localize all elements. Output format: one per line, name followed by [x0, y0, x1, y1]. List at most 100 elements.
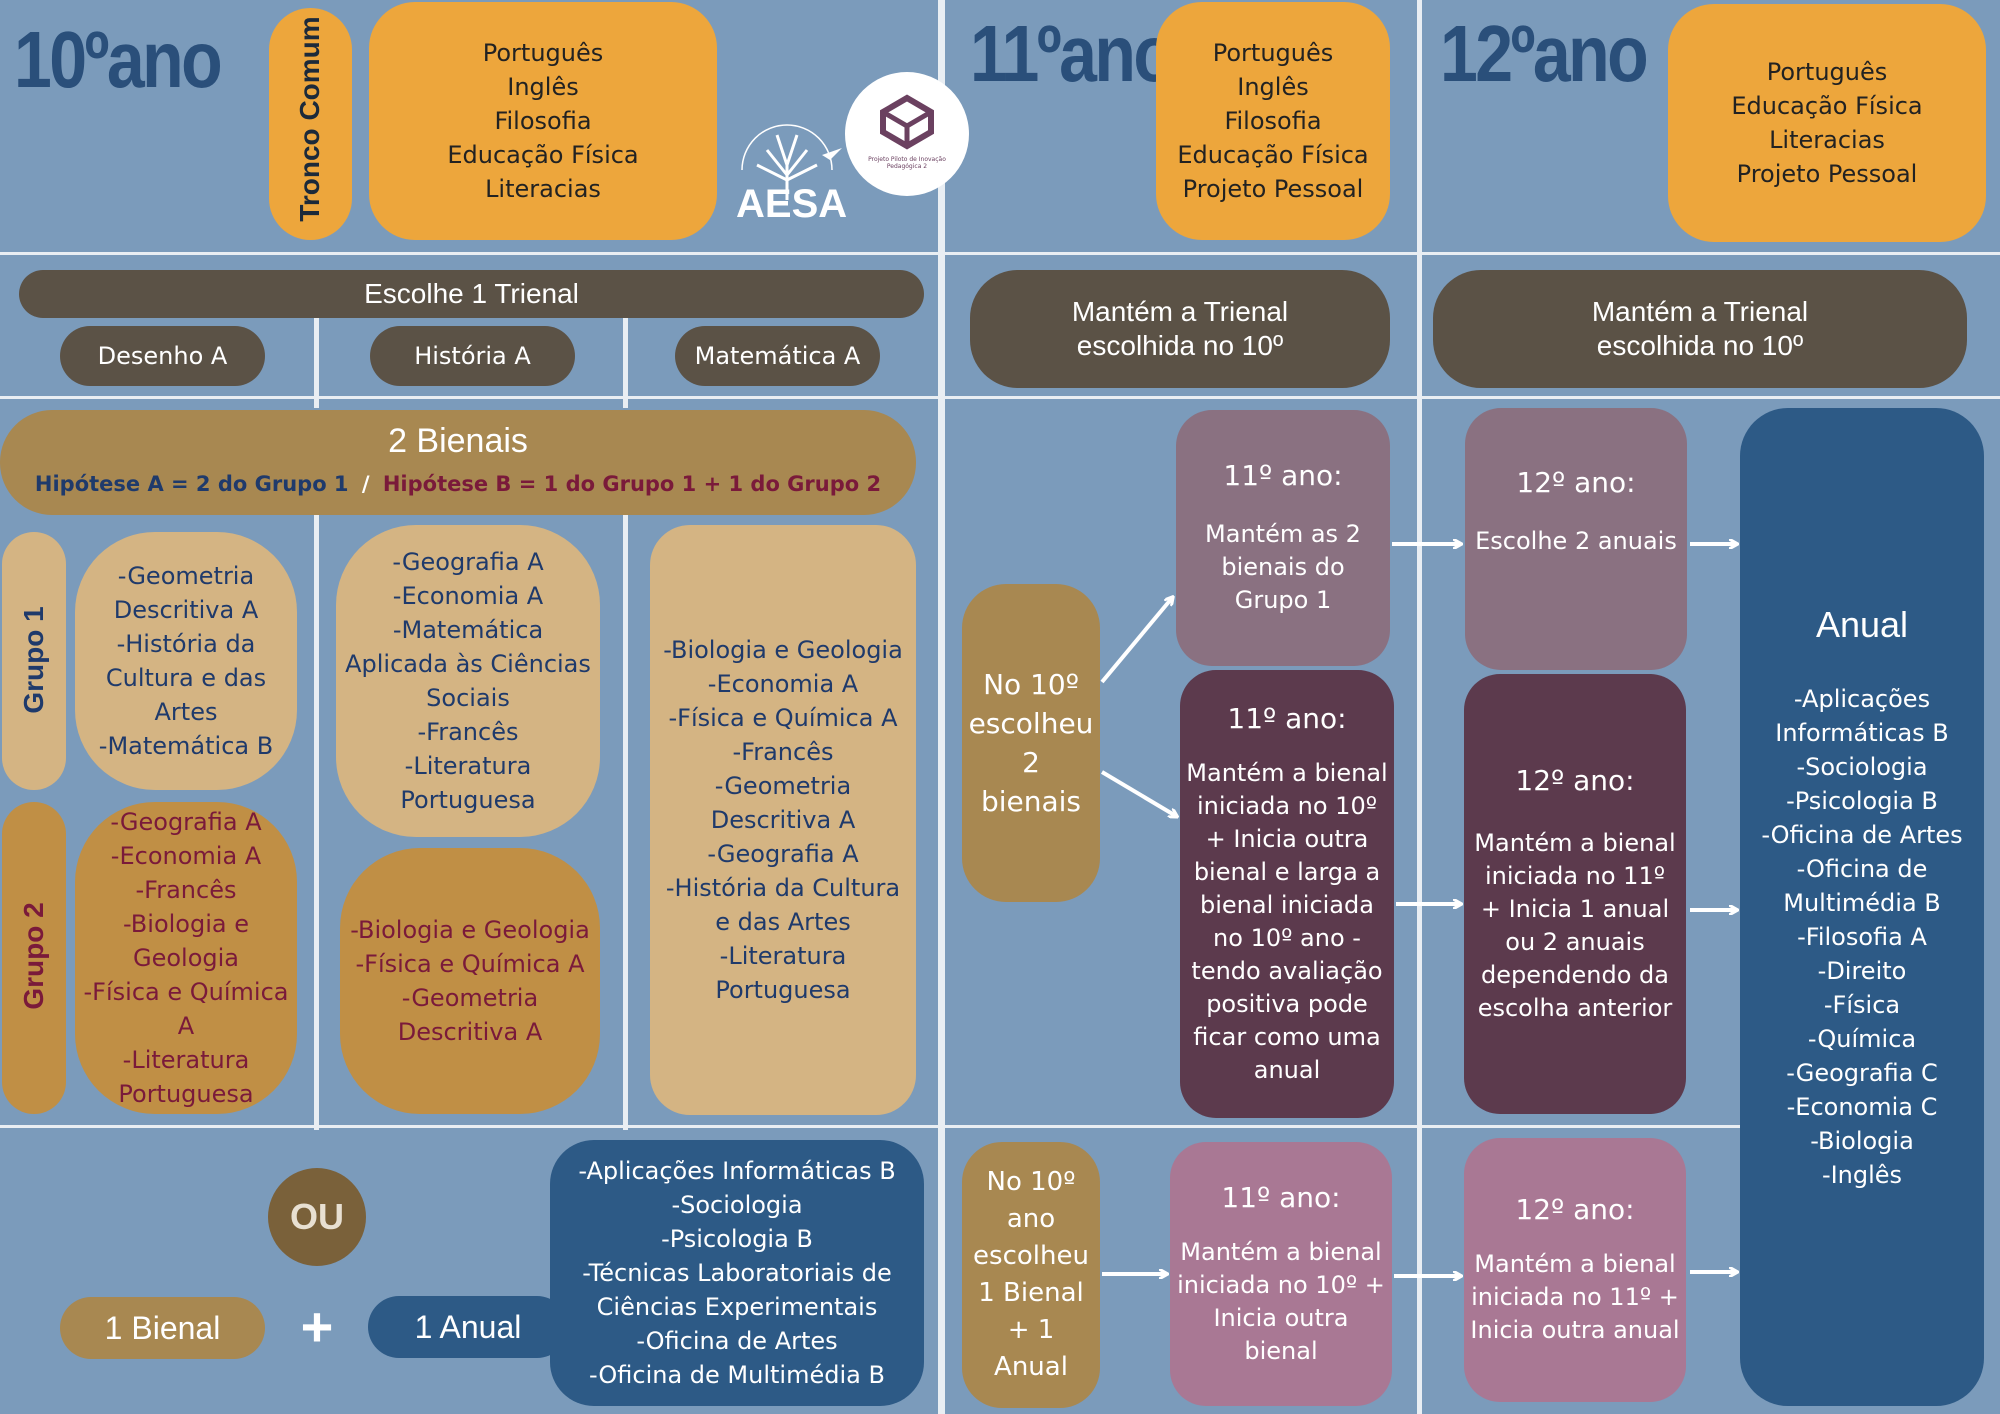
subject-item: -Psicologia B	[661, 1225, 813, 1253]
tronco-10-item: Educação Física	[447, 141, 639, 169]
divider-h-2	[0, 396, 2000, 399]
tronco-comum-label-box	[269, 8, 352, 240]
divider-h-1	[0, 252, 2000, 255]
subject-item: -Geografia A	[392, 548, 544, 576]
hypothesis-separator: /	[361, 472, 370, 496]
bienais-hypotheses: Hipótese A = 2 do Grupo 1 / Hipótese B =…	[0, 472, 916, 496]
subject-item: -Biologia e Geologia	[350, 916, 590, 944]
year-11-title: 11ºano	[970, 9, 1175, 98]
project-logo-text: Projeto Piloto de Inovação Pedagógica 2	[868, 156, 946, 170]
subject-item: -Economia A	[110, 842, 262, 870]
subject-item: -Sociologia	[671, 1191, 803, 1219]
year-10-title: 10ºano	[14, 15, 223, 104]
path-a-12-title: 12º ano:	[1516, 466, 1636, 499]
divider-h-3	[0, 1125, 1740, 1128]
subject-item: -Oficina de Multimédia B	[589, 1361, 885, 1389]
subject-item: -Economia A	[707, 670, 859, 698]
path-c-11-text: Mantém a bienal iniciada no 10º + Inicia…	[1177, 1237, 1385, 1365]
trienal-option-matematica: Matemática A	[675, 326, 880, 386]
subject-item: -Técnicas Laboratoriais de Ciências Expe…	[582, 1259, 892, 1321]
subject-item: -Francês	[135, 876, 237, 904]
subject-item: -Geometria Descritiva A	[397, 984, 543, 1046]
bienais-col3-box: -Biologia e Geologia -Economia A -Física…	[650, 525, 916, 1115]
path-c-12-text: Mantém a bienal iniciada no 11º + Inicia…	[1470, 1250, 1680, 1344]
subject-item: -Filosofia A	[1797, 923, 1927, 951]
divider-v-bienal-1	[314, 515, 319, 1130]
tronco-11-item: Português	[1212, 39, 1334, 67]
path-b-12-box: 12º ano: Mantém a bienal iniciada no 11º…	[1464, 674, 1686, 1114]
path-b-11-title: 11º ano:	[1227, 701, 1347, 735]
bienais-header: 2 Bienais Hipótese A = 2 do Grupo 1 / Hi…	[0, 410, 916, 515]
subject-item: -Oficina de Artes	[636, 1327, 838, 1355]
subject-item: -Geometria Descritiva A	[113, 562, 259, 624]
grupo2-col2-box: -Biologia e Geologia -Física e Química A…	[340, 848, 600, 1114]
subject-item: -Direito	[1817, 957, 1907, 985]
subject-item: -Geometria Descritiva A	[710, 772, 856, 834]
subject-item: -Aplicações Informáticas B	[578, 1157, 896, 1185]
trienal-11-box: Mantém a Trienal escolhida no 10º	[970, 270, 1390, 388]
school-tree-icon	[741, 124, 842, 200]
one-anual-pill: 1 Anual	[368, 1296, 568, 1358]
project-cube-icon	[880, 94, 934, 150]
subject-item: -Física	[1823, 991, 1901, 1019]
grupo-2-label: Grupo 2	[18, 902, 49, 1010]
subject-item: -Francês	[417, 718, 519, 746]
tronco-12-item: Português	[1766, 58, 1888, 86]
path-a-11-box: 11º ano: Mantém as 2 bienais do Grupo 1	[1176, 410, 1390, 666]
divider-v-trienal-2	[623, 318, 628, 408]
tronco-11-box: Português Inglês Filosofia Educação Físi…	[1156, 2, 1390, 240]
tronco-11-item: Projeto Pessoal	[1182, 175, 1364, 203]
subject-item: -Física e Química A	[668, 704, 898, 732]
path-a-11-text: Mantém as 2 bienais do Grupo 1	[1205, 520, 1361, 614]
divider-v-10-11	[938, 0, 945, 1414]
tronco-10-item: Literacias	[485, 175, 601, 203]
one-bienal-pill: 1 Bienal	[60, 1297, 265, 1359]
grupo-2-label-box	[2, 802, 66, 1114]
subject-item: -Literatura Portuguesa	[400, 752, 536, 814]
path-c-11-title: 11º ano:	[1221, 1180, 1341, 1214]
tronco-11-item: Inglês	[1237, 73, 1309, 101]
tronco-10-item: Filosofia	[494, 107, 592, 135]
anual-final-box: Anual -Aplicações Informáticas B -Sociol…	[1740, 408, 1984, 1406]
hypothesis-a: Hipótese A = 2 do Grupo 1	[34, 472, 349, 496]
subject-item: -Oficina de Multimédia B	[1783, 855, 1941, 917]
subject-item: -Inglês	[1821, 1161, 1903, 1189]
grupo1-col1-box: -Geometria Descritiva A -História da Cul…	[75, 532, 297, 790]
subject-item: -História da Cultura e das Artes	[665, 874, 901, 936]
path-b-12-text: Mantém a bienal iniciada no 11º + Inicia…	[1474, 828, 1676, 1022]
grupo2-col1-box: -Geografia A -Economia A -Francês -Biolo…	[75, 802, 297, 1114]
path-a-12-box: 12º ano: Escolhe 2 anuais	[1465, 408, 1687, 670]
anual-final-title: Anual	[1815, 604, 1909, 645]
subject-item: -Sociologia	[1796, 753, 1928, 781]
grupo1-col2-box: -Geografia A -Economia A -Matemática Apl…	[336, 525, 600, 837]
subject-item: -Biologia e Geologia	[663, 636, 903, 664]
tronco-10-item: Inglês	[507, 73, 579, 101]
anual-list-box: -Aplicações Informáticas B -Sociologia -…	[550, 1140, 924, 1406]
grupo-1-label-box	[2, 532, 66, 790]
subject-item: -Matemática Aplicada às Ciências Sociais	[345, 616, 591, 712]
subject-item: -Literatura Portuguesa	[715, 942, 851, 1004]
path-b-11-box: 11º ano: Mantém a bienal iniciada no 10º…	[1180, 670, 1394, 1118]
trienal-12-box: Mantém a Trienal escolhida no 10º	[1433, 270, 1967, 388]
trienal-option-historia: História A	[370, 326, 575, 386]
plus-sign: +	[300, 1295, 334, 1358]
divider-v-bienal-2	[623, 515, 628, 1130]
subject-item: -Geografia C	[1786, 1059, 1938, 1087]
subject-item: -Geografia A	[707, 840, 859, 868]
ou-circle: OU	[268, 1168, 366, 1266]
subject-item: -Literatura Portuguesa	[118, 1046, 254, 1108]
subject-item: -Biologia e Geologia	[123, 910, 249, 972]
tronco-12-item: Literacias	[1769, 126, 1885, 154]
school-logo: AESA	[722, 120, 852, 240]
subject-item: -Biologia	[1810, 1127, 1914, 1155]
path-c-12-box: 12º ano: Mantém a bienal iniciada no 11º…	[1464, 1138, 1686, 1402]
subject-item: -Química	[1807, 1025, 1917, 1053]
path-a-11-title: 11º ano:	[1223, 459, 1343, 492]
subject-item: -Aplicações Informáticas B	[1775, 685, 1949, 747]
year-12-title: 12ºano	[1440, 9, 1649, 98]
subject-item: -História da Cultura e das Artes	[105, 630, 267, 726]
project-logo: Projeto Piloto de Inovação Pedagógica 2	[845, 72, 969, 196]
path-b-11-text: Mantém a bienal iniciada no 10º + Inicia…	[1186, 758, 1388, 1084]
tronco-comum-label: Tronco Comum	[294, 16, 325, 222]
two-bienais-start: No 10º escolheu 2 bienais	[962, 584, 1100, 902]
